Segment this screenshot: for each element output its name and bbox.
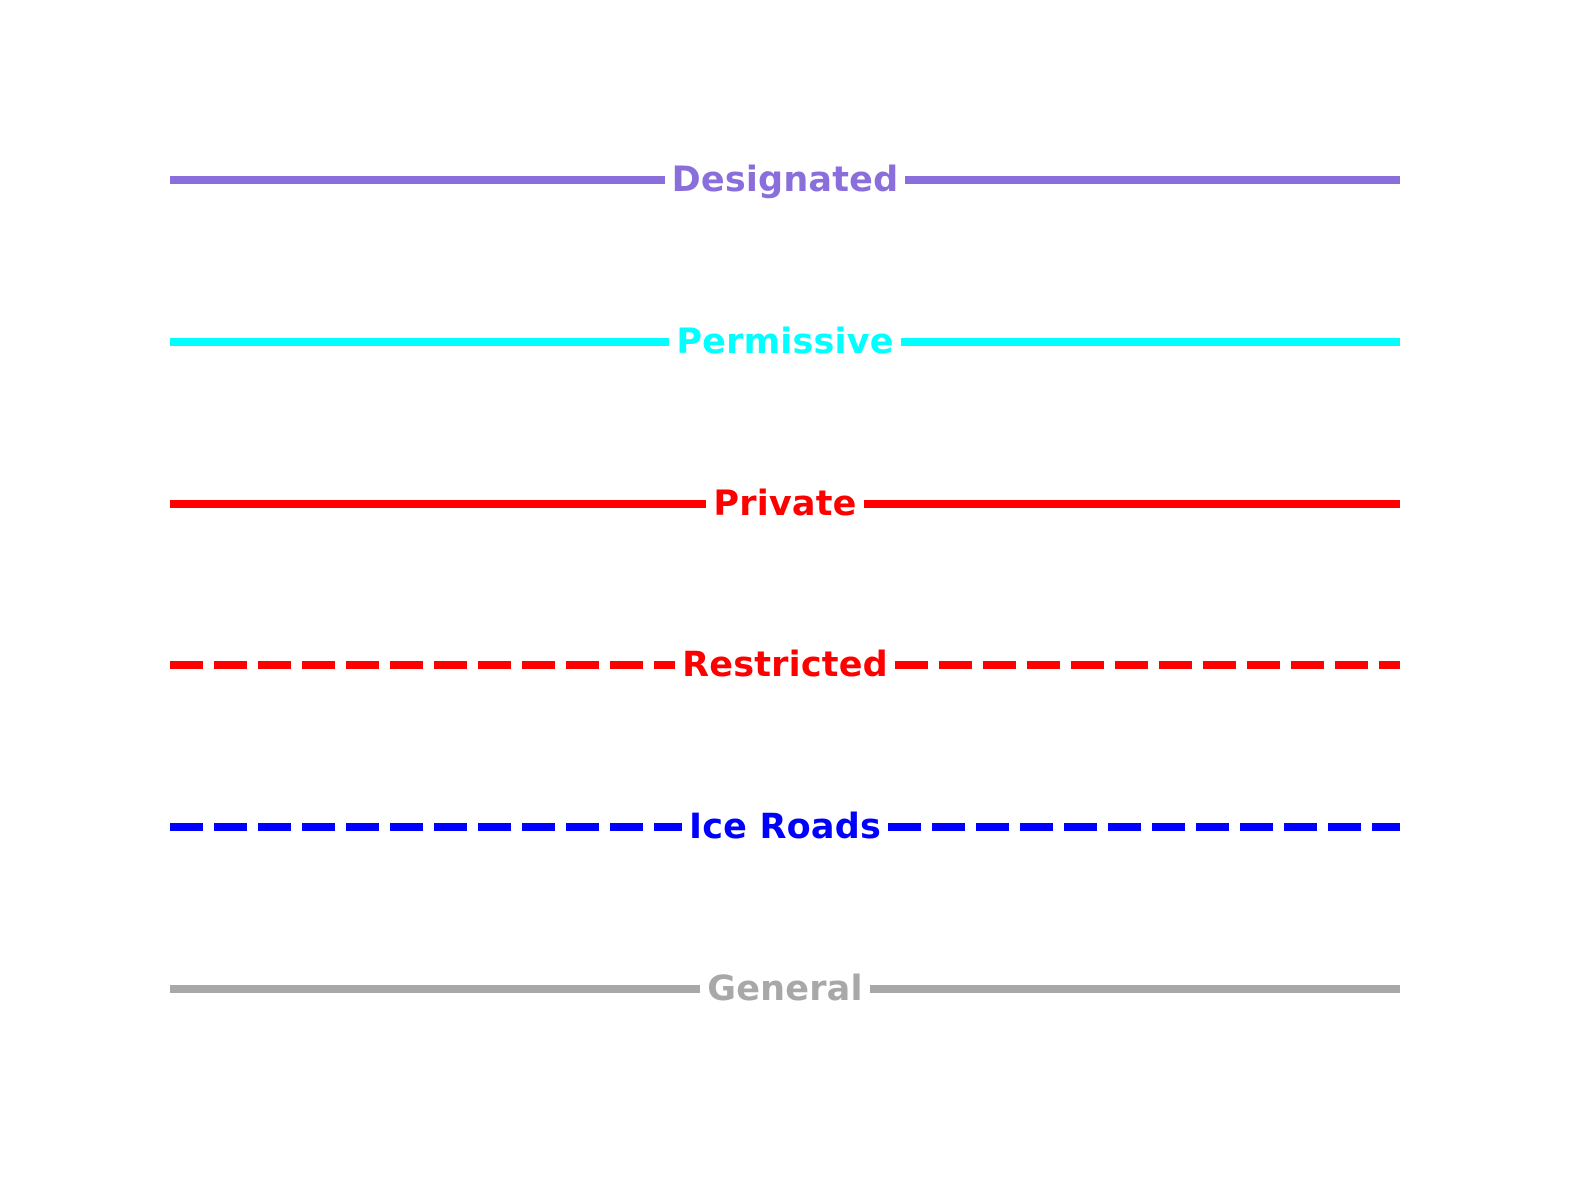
legend-line-general-right (869, 985, 1400, 993)
legend-line-private-right (863, 500, 1400, 508)
legend-line-private-left (170, 500, 707, 508)
legend-line-permissive-right (900, 338, 1400, 346)
legend-row-ice-roads: Ice Roads (170, 797, 1400, 857)
legend-line-ice-roads-left (170, 823, 682, 831)
legend-line-restricted-right (894, 661, 1400, 669)
legend-label-general: General (707, 968, 863, 1009)
legend-line-designated-right (905, 176, 1401, 184)
legend-row-restricted: Restricted (170, 635, 1400, 695)
legend-row-private: Private (170, 474, 1400, 534)
legend-line-designated-left (170, 176, 665, 184)
legend-line-ice-roads-right (888, 823, 1400, 831)
legend-label-designated: Designated (671, 159, 899, 200)
legend-label-private: Private (713, 483, 857, 524)
legend-line-permissive-left (170, 338, 670, 346)
legend-label-restricted: Restricted (682, 644, 888, 685)
legend-row-general: General (170, 959, 1400, 1019)
legend-row-designated: Designated (170, 150, 1401, 210)
legend-row-permissive: Permissive (170, 312, 1400, 372)
legend-label-ice-roads: Ice Roads (689, 806, 881, 847)
legend-label-permissive: Permissive (676, 321, 894, 362)
legend-line-restricted-left (170, 661, 676, 669)
legend-line-general-left (170, 985, 701, 993)
